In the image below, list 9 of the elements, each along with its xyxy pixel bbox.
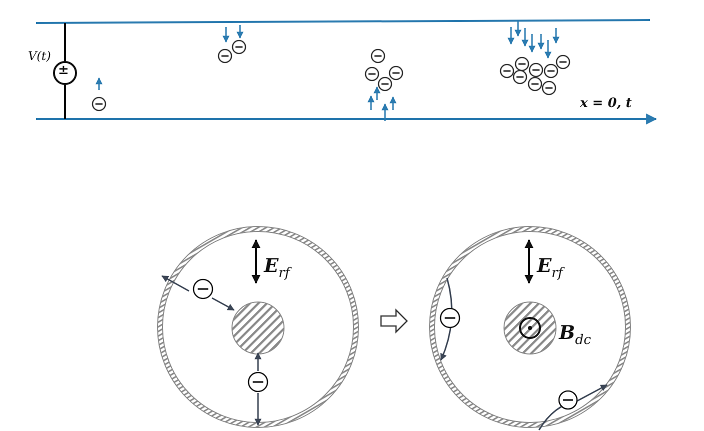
coax-cross-section xyxy=(157,225,359,429)
hollow-arrow xyxy=(380,308,408,334)
field-label: E$_{rf}$ xyxy=(264,255,290,281)
field-label: E$_{rf}$ xyxy=(537,255,563,281)
coax-cross-section xyxy=(429,225,631,429)
source-polarity: ± xyxy=(58,63,69,78)
position-time-label: x = 0, t xyxy=(580,96,632,111)
voltage-label: V(t) xyxy=(28,49,51,63)
magnetic-field-label: B$_{dc}$ xyxy=(559,322,592,348)
